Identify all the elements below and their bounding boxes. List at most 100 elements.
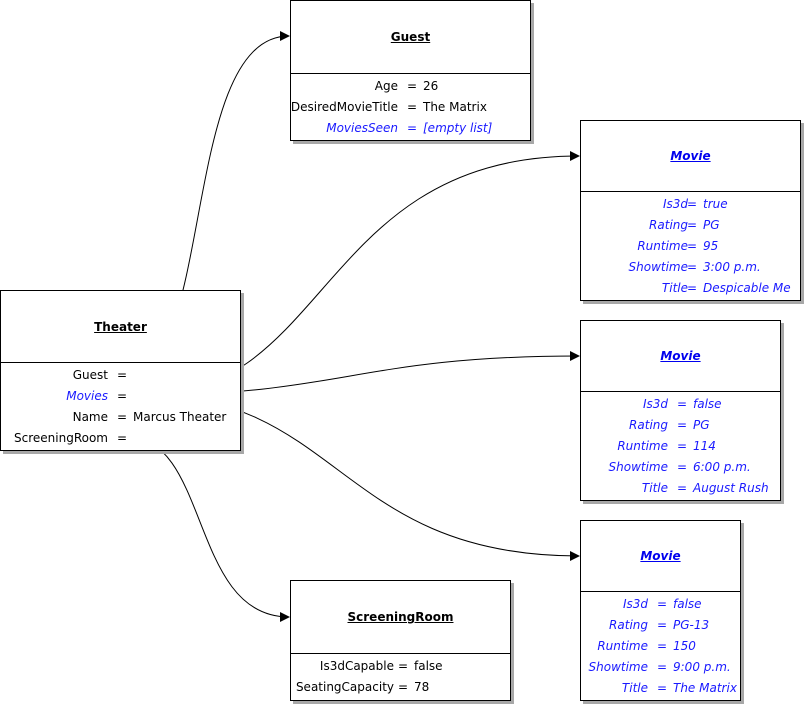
field-key: Is3d [622, 597, 648, 611]
field-key: DesiredMovieTitle [290, 100, 398, 114]
field-key: Name [72, 410, 108, 424]
field-value: The Matrix [673, 681, 737, 695]
guest-row-desiredmovietitle: DesiredMovieTitle = The Matrix [291, 97, 530, 118]
field-value: 95 [703, 239, 719, 253]
field-key: Age [374, 79, 398, 93]
movie-3-row-title: Title = The Matrix [581, 678, 740, 699]
guest-node[interactable]: Guest Age = 26 DesiredMovieTitle = The M… [290, 0, 531, 141]
field-value: PG [703, 218, 720, 232]
field-eq: = [687, 197, 698, 211]
field-eq: = [657, 618, 668, 632]
field-value: false [693, 397, 722, 411]
movie-node-1[interactable]: Movie Is3d = true Rating = PG Runtime = … [580, 120, 801, 301]
field-eq: = [657, 597, 668, 611]
guest-row-moviesseen: MoviesSeen = [empty list] [291, 118, 530, 139]
movie-1-title[interactable]: Movie [670, 149, 711, 163]
field-key: Title [641, 481, 668, 495]
field-key: Title [621, 681, 648, 695]
movie-1-row-rating: Rating = PG [581, 215, 800, 236]
field-value: 9:00 p.m. [673, 660, 731, 674]
field-eq: = [677, 418, 688, 432]
movie-3-title[interactable]: Movie [640, 549, 681, 563]
screening-room-row-seatingcapacity: SeatingCapacity = 78 [291, 677, 510, 698]
movie-2-row-showtime: Showtime = 6:00 p.m. [581, 457, 780, 478]
field-key: Movies [66, 389, 108, 403]
movie-1-row-showtime: Showtime = 3:00 p.m. [581, 257, 800, 278]
theater-title: Theater [94, 319, 147, 334]
theater-row-movies: Movies = [1, 386, 240, 407]
field-eq: = [677, 481, 688, 495]
field-key: Showtime [588, 660, 649, 674]
edge-screening-room [126, 436, 290, 622]
movie-1-row-is3d: Is3d = true [581, 194, 800, 215]
field-key: Rating [649, 218, 688, 232]
field-eq: = [687, 281, 698, 295]
movie-2-row-rating: Rating = PG [581, 415, 780, 436]
screening-room-row-is3dcapable: Is3dCapable = false [291, 656, 510, 677]
field-key: ScreeningRoom [14, 431, 108, 445]
field-value: 114 [693, 439, 716, 453]
movie-3-header: Movie [581, 521, 740, 592]
movie-2-row-is3d: Is3d = false [581, 394, 780, 415]
movie-2-row-runtime: Runtime = 114 [581, 436, 780, 457]
screening-room-node[interactable]: ScreeningRoom Is3dCapable = false Seatin… [290, 580, 511, 701]
field-key: Showtime [608, 460, 669, 474]
field-value: false [673, 597, 702, 611]
field-key: Showtime [628, 260, 689, 274]
field-eq: = [687, 239, 698, 253]
field-value: The Matrix [423, 100, 487, 114]
theater-row-screeningroom: ScreeningRoom = [1, 428, 240, 449]
field-value: 78 [414, 680, 430, 694]
field-eq: = [117, 389, 128, 403]
movie-2-row-title: Title = August Rush [581, 478, 780, 499]
field-key: Rating [629, 418, 668, 432]
field-key: SeatingCapacity [295, 680, 394, 694]
field-value: 6:00 p.m. [693, 460, 751, 474]
field-key: Title [661, 281, 688, 295]
field-value: [empty list] [423, 121, 493, 135]
field-eq: = [677, 397, 688, 411]
guest-title: Guest [390, 30, 431, 44]
field-eq: = [687, 260, 698, 274]
field-key: Runtime [597, 639, 648, 653]
field-value: 26 [423, 79, 439, 93]
movie-node-3[interactable]: Movie Is3d = false Rating = PG-13 Runtim… [580, 520, 741, 701]
movie-1-row-runtime: Runtime = 95 [581, 236, 800, 257]
field-eq: = [657, 660, 668, 674]
field-key: Runtime [637, 239, 688, 253]
theater-header: Theater [1, 291, 240, 363]
guest-row-age: Age = 26 [291, 76, 530, 97]
field-eq: = [407, 121, 418, 135]
field-eq: = [117, 410, 128, 424]
movie-1-row-title: Title = Despicable Me [581, 278, 800, 299]
movie-3-row-is3d: Is3d = false [581, 594, 740, 615]
field-value: Marcus Theater [133, 410, 227, 424]
movie-3-row-runtime: Runtime = 150 [581, 636, 740, 657]
movie-node-2[interactable]: Movie Is3d = false Rating = PG Runtime =… [580, 320, 781, 501]
field-key: MoviesSeen [326, 121, 398, 135]
field-eq: = [657, 681, 668, 695]
field-eq: = [117, 431, 128, 445]
movie-2-header: Movie [581, 321, 780, 392]
field-eq: = [677, 439, 688, 453]
movie-3-row-showtime: Showtime = 9:00 p.m. [581, 657, 740, 678]
field-key: Is3dCapable [319, 659, 394, 673]
field-key: Runtime [617, 439, 668, 453]
field-eq: = [407, 100, 418, 114]
field-key: Guest [72, 368, 108, 382]
field-eq: = [407, 79, 418, 93]
field-value: PG [693, 418, 710, 432]
screening-room-title: ScreeningRoom [347, 610, 454, 624]
field-key: Is3d [662, 197, 688, 211]
field-eq: = [677, 460, 688, 474]
field-value: false [414, 659, 443, 673]
field-value: August Rush [693, 481, 769, 495]
field-value: PG-13 [673, 618, 710, 632]
theater-row-name: Name = Marcus Theater [1, 407, 240, 428]
field-value: 3:00 p.m. [703, 260, 761, 274]
screening-room-header: ScreeningRoom [291, 581, 510, 654]
movie-2-title[interactable]: Movie [660, 349, 701, 363]
field-eq: = [398, 659, 409, 673]
theater-row-guest: Guest = [1, 365, 240, 386]
theater-node[interactable]: Theater Guest = Movies = Name = Marcus T… [0, 290, 241, 451]
